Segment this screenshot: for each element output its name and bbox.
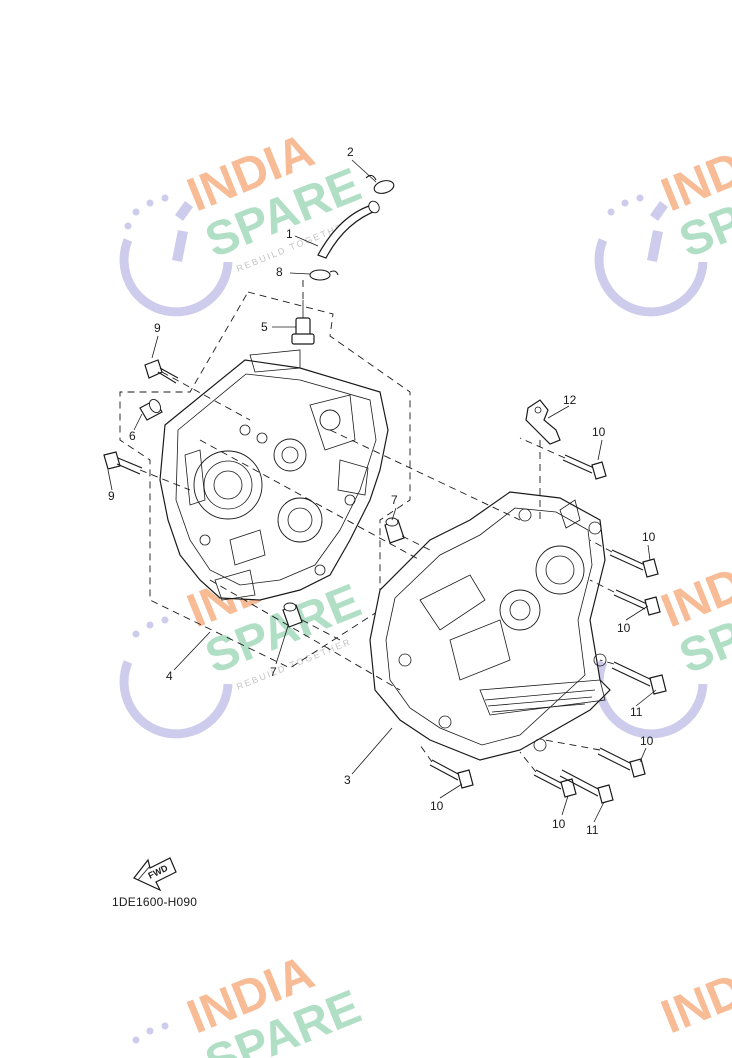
dowel-pin-7-upper [384,517,405,544]
callout-7-lower: 7 [270,665,277,679]
callout-5: 5 [261,320,268,334]
callout-1: 1 [286,227,293,241]
left-crankcase [159,349,389,601]
bolt-9-upper [144,359,179,384]
hose-clip-top [365,174,395,194]
callout-10-b: 10 [642,530,656,544]
bolt-10-a [562,454,607,480]
cable-guide-12 [525,399,561,445]
leader-lines [107,159,657,823]
watermark-line1-bottomright: INDIA [654,946,732,1044]
callout-labels: 2 1 8 5 9 6 9 7 7 4 3 12 10 10 10 11 10 … [108,145,656,837]
bolt-10-d [597,747,646,778]
bolt-10-c [613,589,661,616]
hose-clip-lower [309,269,339,281]
callout-10-c: 10 [617,621,631,635]
callout-6: 6 [129,429,136,443]
callout-3: 3 [344,773,351,787]
callout-11-b: 11 [586,823,599,837]
watermark-logo-icon [119,194,233,317]
callout-9-lower: 9 [108,489,115,503]
bolt-10-b [609,549,659,578]
callout-10-a: 10 [592,425,606,439]
bolt-11-b [559,769,614,804]
bolt-11-a [611,661,667,695]
watermark-top-center: INDIA SPARE REBUILD TOGETHER [119,124,368,317]
breather-nipple [291,300,315,345]
callout-9-upper: 9 [154,321,161,335]
callout-11-a: 11 [630,705,643,719]
dowel-pin-7-lower [282,602,303,628]
callout-10-e: 10 [430,799,444,813]
callout-4: 4 [166,669,173,683]
watermark-mid-right: INDIA SPARE [594,540,732,739]
watermark-top-right: INDIA SPARE [594,124,732,317]
fwd-arrow-icon: FWD [133,857,177,892]
assembly-outline-left-case [119,291,411,669]
diagram-code: 1DE1600-H090 [112,895,198,909]
dowel-pin-6 [139,398,163,421]
callout-10-f: 10 [552,817,566,831]
right-crankcase [369,491,611,761]
bolt-9-lower [103,451,143,475]
bolt-10-e [429,759,474,789]
callout-7-upper: 7 [391,493,398,507]
callout-2: 2 [347,145,354,159]
callout-8: 8 [276,265,283,279]
callout-10-d: 10 [640,734,654,748]
callout-12: 12 [563,393,577,407]
watermark-bottom: INDIA SPARE INDIA [132,946,732,1058]
breather-hose [317,200,380,259]
